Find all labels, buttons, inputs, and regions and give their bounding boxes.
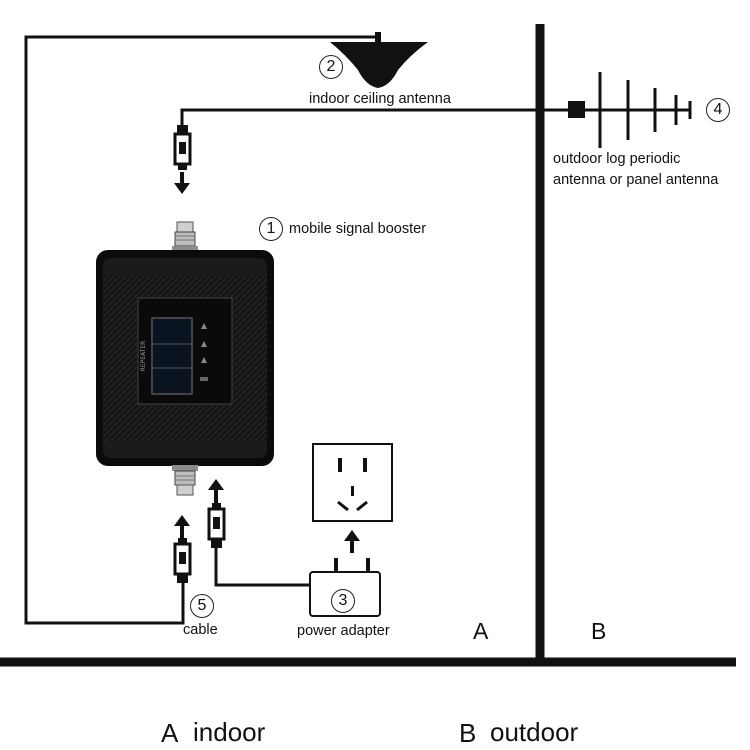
booster-top-port: [172, 221, 198, 252]
cable-connector-icon: [207, 503, 226, 548]
cable-connector-icon: [173, 125, 192, 170]
marker-ceiling-antenna: 2: [319, 55, 343, 79]
yagi-antenna-icon: [568, 72, 692, 148]
power-outlet-icon: [312, 443, 393, 522]
arrow-icon: [174, 172, 190, 194]
outdoor-antenna-cable: [180, 108, 570, 125]
marker-power-adapter: 3: [331, 589, 355, 613]
outdoor-antenna-label-line2: antenna or panel antenna: [553, 172, 719, 188]
power-cable: [214, 548, 310, 587]
signal-booster-icon: [96, 250, 274, 466]
arrow-icon: [174, 515, 190, 538]
legend-b-letter: B: [459, 718, 477, 748]
booster-bottom-port: [172, 465, 198, 496]
cable-label: cable: [183, 622, 218, 638]
zone-b-label: B: [591, 618, 607, 644]
marker-cable: 5: [190, 594, 214, 618]
power-adapter-label: power adapter: [297, 623, 390, 639]
legend-a-letter: A: [161, 718, 179, 748]
device-side-text: REPEATER: [140, 341, 147, 372]
booster-label: mobile signal booster: [289, 221, 427, 237]
marker-booster: 1: [259, 217, 283, 241]
ceiling-antenna-label: indoor ceiling antenna: [309, 91, 451, 107]
outdoor-antenna-label-line1: outdoor log periodic: [553, 151, 681, 167]
ceiling-antenna-cable: [24, 35, 378, 625]
legend-a-text: indoor: [193, 717, 266, 747]
arrow-icon: [344, 530, 360, 553]
zone-a-label: A: [473, 618, 489, 644]
cable-connector-icon: [173, 538, 192, 583]
ceiling-antenna-icon: [330, 32, 428, 88]
marker-outdoor-antenna: 4: [706, 98, 730, 122]
arrow-icon: [208, 479, 224, 503]
legend-b-text: outdoor: [490, 717, 579, 747]
